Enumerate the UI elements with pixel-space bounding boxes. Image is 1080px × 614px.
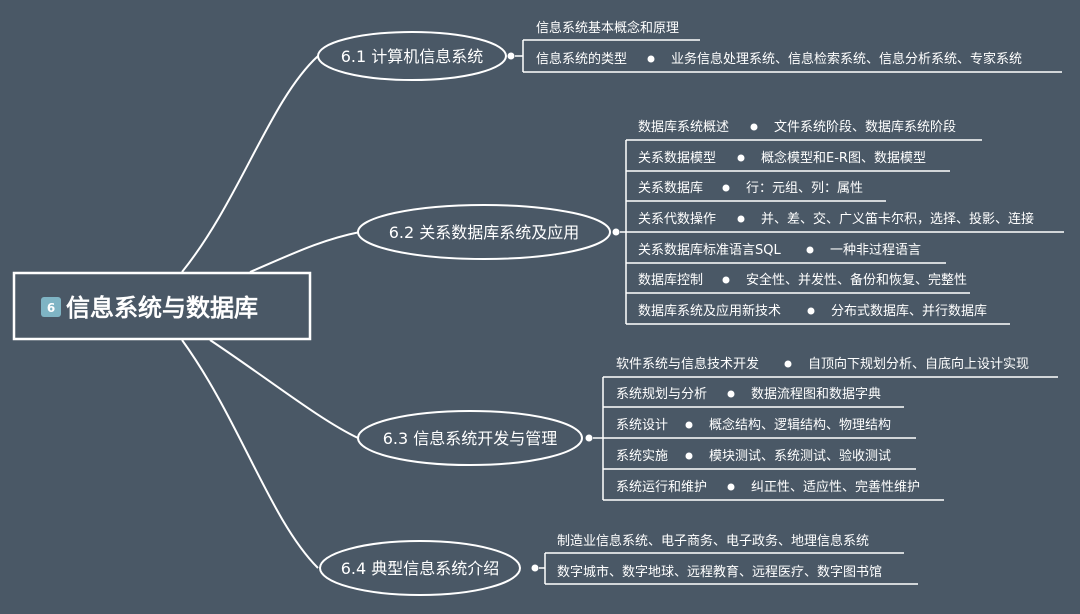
item-6-3-1-dot [727,390,735,398]
item-6-2-6-label: 数据库系统及应用新技术 [638,303,781,319]
item-6-3-3-label: 系统实施 [616,449,668,464]
item-6-2-0-label: 数据库系统概述 [638,119,729,135]
item-6-2-4-dot [806,246,814,254]
item-6-2-0-dot [750,123,758,131]
item-6-2-4-detail: 一种非过程语言 [830,243,921,258]
item-6-2-3-detail: 并、差、交、广义笛卡尔积，选择、投影、连接 [761,211,1034,227]
item-6-4-0-label: 制造业信息系统、电子商务、电子政务、地理信息系统 [557,533,869,549]
root-box [12,271,312,341]
branch-6-1-bracket [515,40,524,72]
item-6-2-3-label: 关系代数操作 [638,211,716,227]
branch-6-3-node[interactable] [357,410,583,466]
branch-6-1: 6.1 计算机信息系统 信息系统基本概念和原理 信息系统的类型 业务信息处理系统… [317,20,1062,81]
item-6-3-1-detail: 数据流程图和数据字典 [751,387,881,402]
item-6-3-0-detail: 自顶向下规划分析、自底向上设计实现 [808,356,1029,372]
item-6-2-4-label: 关系数据库标准语言SQL [638,242,781,258]
branch-6-4-bracket [539,553,546,584]
item-6-2-6-detail: 分布式数据库、并行数据库 [831,303,987,319]
branch-6-3-bracket [593,377,604,500]
item-6-3-4-dot [727,483,735,491]
connector-6-2 [249,231,361,273]
item-6-3-2-dot [685,421,693,429]
branch-6-1-junction [507,52,515,60]
branch-6-4: 6.4 典型信息系统介绍 制造业信息系统、电子商务、电子政务、地理信息系统 数字… [319,533,918,596]
item-6-2-1-dot [737,154,745,162]
item-6-3-2-detail: 概念结构、逻辑结构、物理结构 [709,417,891,433]
root-connectors [181,55,361,569]
branch-6-3: 6.3 信息系统开发与管理 软件系统与信息技术开发 自顶向下规划分析、自底向上设… [357,356,1058,501]
item-6-3-3-detail: 模块测试、系统测试、验收测试 [709,448,891,464]
branch-6-1-node[interactable] [317,31,507,81]
branch-6-2-node[interactable] [357,204,611,260]
item-6-3-4-label: 系统运行和维护 [616,480,707,495]
root-badge [41,297,61,317]
item-6-2-5-label: 数据库控制 [638,272,703,288]
item-6-2-0-detail: 文件系统阶段、数据库系统阶段 [774,119,956,135]
root-title: 信息系统与数据库 [66,294,258,322]
branch-6-2-junction [612,228,620,236]
item-6-2-6-dot [807,307,815,315]
item-6-3-0-dot [784,360,792,368]
item-6-3-4-detail: 纠正性、适应性、完善性维护 [751,479,920,495]
item-6-2-5-dot [722,276,730,284]
item-6-1-1-dot [647,55,655,63]
root-node[interactable]: 6 信息系统与数据库 [12,271,312,341]
item-6-3-2-label: 系统设计 [616,418,668,433]
connector-6-1 [181,55,319,273]
branch-6-2-title: 6.2 关系数据库系统及应用 [389,223,580,242]
item-6-3-1-label: 系统规划与分析 [616,387,707,402]
item-6-2-2-detail: 行：元组、列：属性 [746,181,863,196]
item-6-3-3-dot [685,452,693,460]
branch-6-2-bracket [620,140,627,324]
connector-6-4 [181,339,319,569]
branch-6-2: 6.2 关系数据库系统及应用 数据库系统概述 文件系统阶段、数据库系统阶段 关系… [357,119,1064,325]
item-6-1-0-label: 信息系统基本概念和原理 [536,20,679,36]
item-6-1-1-label: 信息系统的类型 [536,51,627,67]
branch-6-3-junction [585,434,593,442]
item-6-2-1-detail: 概念模型和E-R图、数据模型 [761,150,926,166]
branch-6-4-node[interactable] [319,540,521,596]
item-6-3-0-label: 软件系统与信息技术开发 [616,356,759,372]
item-6-2-1-label: 关系数据模型 [638,151,716,166]
item-6-2-3-dot [737,215,745,223]
branch-6-4-junction [531,564,539,572]
branch-6-3-title: 6.3 信息系统开发与管理 [383,429,558,448]
item-6-4-1-label: 数字城市、数字地球、远程教育、远程医疗、数字图书馆 [557,564,882,580]
item-6-1-1-detail: 业务信息处理系统、信息检索系统、信息分析系统、专家系统 [671,51,1022,67]
branch-6-4-title: 6.4 典型信息系统介绍 [341,559,500,578]
item-6-2-2-label: 关系数据库 [638,180,703,196]
branch-6-1-title: 6.1 计算机信息系统 [341,47,484,66]
item-6-2-5-detail: 安全性、并发性、备份和恢复、完整性 [746,272,967,288]
root-badge-number: 6 [47,301,55,315]
item-6-2-2-dot [722,184,730,192]
connector-6-3 [209,339,359,439]
